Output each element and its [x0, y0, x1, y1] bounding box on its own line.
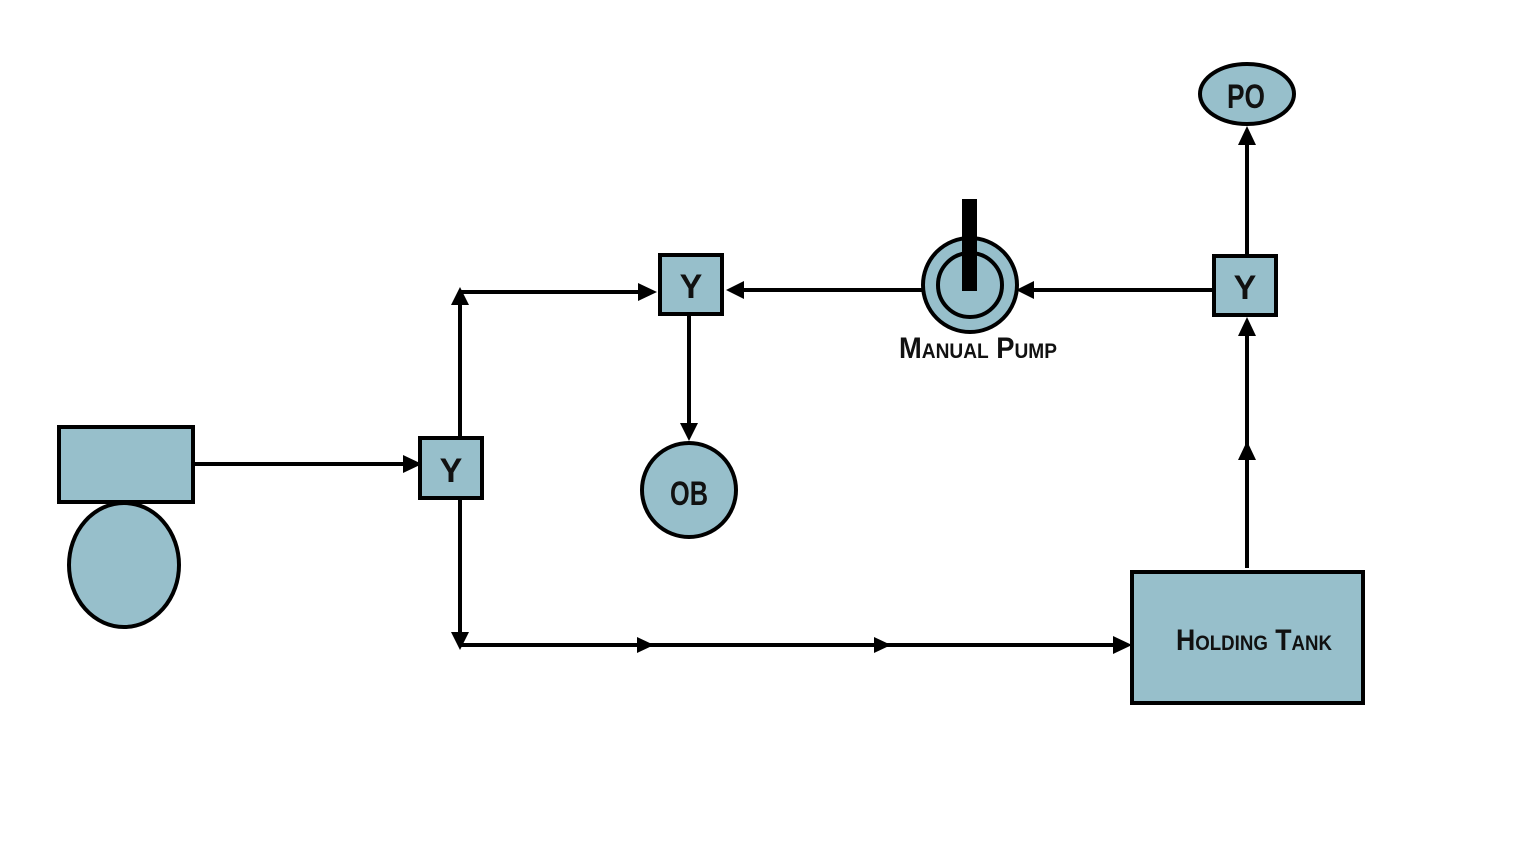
- arrow-right-icon: [638, 283, 657, 301]
- arrow-right-icon: [637, 637, 654, 653]
- arrow-right-icon: [874, 637, 891, 653]
- arrow-left-icon: [1016, 281, 1034, 299]
- arrow-up-icon: [451, 287, 469, 305]
- toilet-tank: [57, 425, 195, 504]
- valve-upper-box: [658, 253, 724, 316]
- holding-tank-box: [1130, 570, 1365, 705]
- arrow-down-icon: [451, 632, 469, 650]
- arrow-up-icon: [1238, 126, 1256, 145]
- outlet-po: PO: [1198, 62, 1296, 126]
- valve-right-label: Y: [1234, 269, 1257, 307]
- valve-right-box: [1212, 254, 1278, 317]
- outlet-po-label: PO: [1227, 78, 1265, 116]
- valve-left-label: Y: [440, 452, 463, 490]
- arrow-up-icon: [1238, 317, 1256, 336]
- valve-left-box: [418, 436, 484, 500]
- pump-handle-icon: [962, 199, 977, 291]
- outlet-po-ellipse: [1198, 62, 1296, 126]
- flow-arrows: [403, 126, 1256, 654]
- arrow-down-icon: [680, 423, 698, 441]
- pipes: [193, 140, 1249, 647]
- pump-label: Manual Pump: [899, 332, 1057, 365]
- toilet-bowl: [67, 501, 181, 629]
- toilet-icon: [57, 425, 195, 629]
- arrow-up-icon: [1238, 441, 1256, 460]
- manual-pump: Manual Pump: [899, 199, 1057, 365]
- holding-tank: Holding Tank: [1130, 570, 1365, 705]
- holding-tank-label: Holding Tank: [1176, 624, 1332, 657]
- valve-upper: Y: [658, 253, 724, 316]
- valve-right: Y: [1212, 254, 1278, 317]
- outlet-ob: OB: [640, 441, 738, 539]
- valve-upper-label: Y: [680, 268, 703, 306]
- valve-left: Y: [418, 436, 484, 500]
- arrow-right-icon: [1113, 636, 1132, 654]
- outlet-ob-circle: [640, 441, 738, 539]
- arrow-left-icon: [726, 281, 744, 299]
- outlet-ob-label: OB: [670, 475, 708, 513]
- arrow-right-icon: [403, 455, 422, 473]
